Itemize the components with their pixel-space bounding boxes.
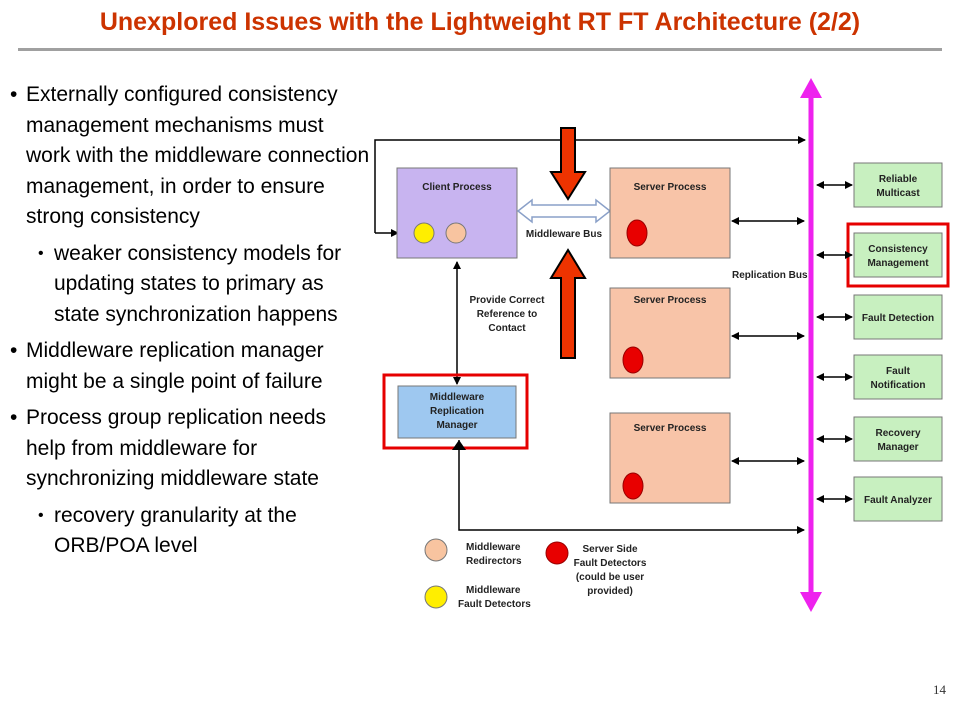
server-process-2-label: Server Process [634, 295, 707, 306]
fault-notification-label-2: Notification [871, 380, 926, 391]
legend-mw-detector-label-2: Fault Detectors [458, 599, 531, 610]
mw-detector-dot [413, 222, 435, 244]
legend-mw-detector-label-1: Middleware [466, 585, 521, 596]
subbullet-weaker-consistency: weaker consistency models for updating s… [38, 239, 370, 331]
fault-detection-label: Fault Detection [862, 313, 934, 324]
replication-bus-label: Replication Bus [732, 270, 808, 281]
bullet-consistency: Externally configured consistency manage… [10, 80, 370, 233]
fault-analyzer-label: Fault Analyzer [864, 495, 932, 506]
middleware-bus-arrow [516, 198, 612, 224]
page-number: 14 [933, 682, 946, 697]
slide-title: Unexplored Issues with the Lightweight R… [99, 8, 861, 36]
mw-manager-label-2: Replication [430, 406, 484, 417]
recovery-manager-label-1: Recovery [875, 428, 920, 439]
mw-manager-label-3: Manager [436, 420, 477, 431]
service-fault-notification [853, 354, 943, 400]
bullet-list: Externally configured consistency manage… [10, 80, 370, 568]
legend-redirector-dot [424, 538, 448, 562]
server-process-3-label: Server Process [634, 423, 707, 434]
fault-notification-label-1: Fault [886, 366, 911, 377]
subbullet-recovery-granularity: recovery granularity at the ORB/POA leve… [38, 501, 370, 562]
client-process-label: Client Process [422, 182, 492, 193]
middleware-bus-label: Middleware Bus [526, 229, 603, 240]
legend-redirector-label-1: Middleware [466, 542, 521, 553]
service-reliable-multicast [853, 162, 943, 208]
provide-ref-label-3: Contact [488, 323, 526, 334]
legend-server-detector-dot [545, 541, 569, 565]
reliable-multicast-label-1: Reliable [879, 174, 918, 185]
mw-redirector-dot [445, 222, 467, 244]
consistency-management-label-1: Consistency [868, 244, 928, 255]
legend-server-detector-label-4: provided) [587, 586, 633, 597]
title-divider [18, 48, 942, 51]
server-1-detector [626, 219, 648, 247]
provide-ref-label-2: Reference to [477, 309, 538, 320]
bus-top-arrowhead [800, 78, 822, 98]
provide-ref-label-1: Provide Correct [469, 295, 545, 306]
manager-up-arrowhead [452, 440, 466, 450]
legend-redirector-label-2: Redirectors [466, 556, 522, 567]
service-consistency-management [853, 232, 943, 278]
service-fault-analyzer [853, 476, 943, 522]
consistency-management-label-2: Management [867, 258, 929, 269]
service-recovery-manager [853, 416, 943, 462]
legend-mw-detector-dot [424, 585, 448, 609]
top-connector [374, 136, 806, 233]
legend-server-detector-label-2: Fault Detectors [574, 558, 647, 569]
down-arrow-highlight [549, 127, 587, 201]
reliable-multicast-label-2: Multicast [876, 188, 920, 199]
server-process-2-box [609, 287, 731, 379]
bullet-process-group: Process group replication needs help fro… [10, 403, 370, 495]
legend-server-detector-label-3: (could be user [576, 572, 644, 583]
server-process-1-label: Server Process [634, 182, 707, 193]
server-2-detector [622, 346, 644, 374]
mw-replication-manager-box [397, 385, 517, 439]
service-fault-detection [853, 294, 943, 340]
bullet-single-point-failure: Middleware replication manager might be … [10, 336, 370, 397]
mw-manager-label-1: Middleware [430, 392, 485, 403]
bus-bottom-arrowhead [800, 592, 822, 612]
manager-bus-connector [458, 440, 805, 534]
legend-server-detector-label-1: Server Side [582, 544, 637, 555]
server-3-detector [622, 472, 644, 500]
recovery-manager-label-2: Manager [877, 442, 918, 453]
up-arrow-highlight [549, 248, 587, 359]
